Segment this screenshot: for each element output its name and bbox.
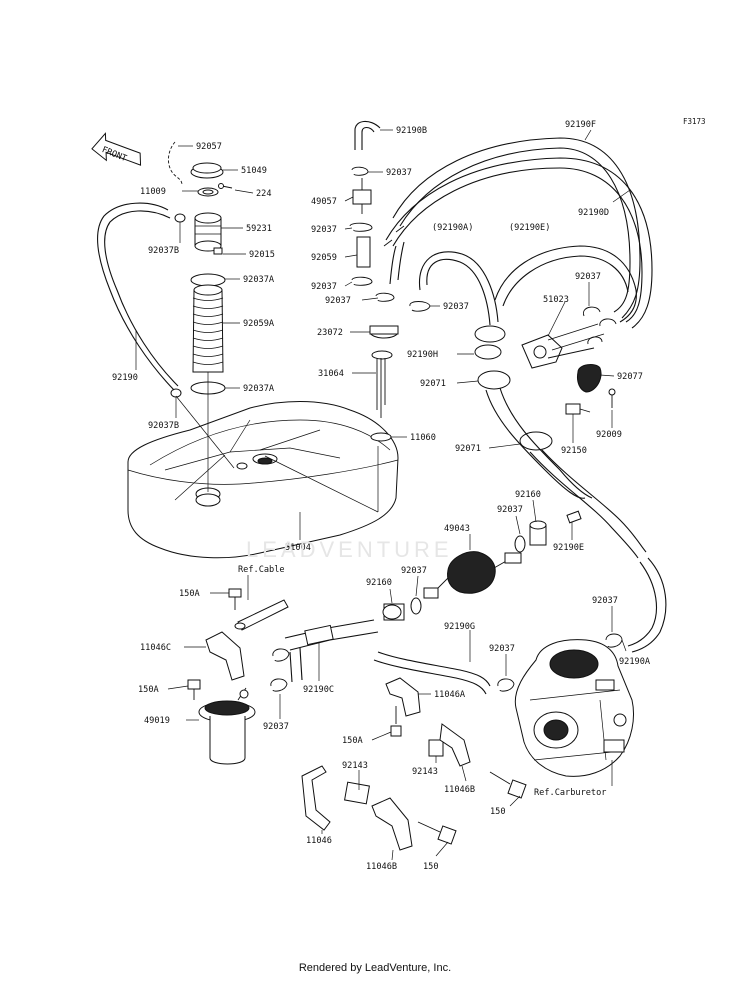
callout-92150: 92150 <box>561 446 587 456</box>
callout-49043: 49043 <box>444 524 470 534</box>
callout-ref-cable: Ref.Cable <box>238 565 285 575</box>
callout-92057: 92057 <box>196 142 222 152</box>
callout-49057: 49057 <box>311 197 337 207</box>
callout-92037-7: 92037 <box>497 505 523 515</box>
callout-92059a: 92059A <box>243 319 275 329</box>
callout-59231: 59231 <box>246 224 272 234</box>
callout-92160-2: 92160 <box>366 578 392 588</box>
callout-92037-9: 92037 <box>489 644 515 654</box>
callout-92071-2: 92071 <box>455 444 481 454</box>
callout-23072: 23072 <box>317 328 343 338</box>
callout-92037a-1: 92037A <box>243 275 275 285</box>
callout-150-1: 150 <box>490 807 506 817</box>
callout-92077: 92077 <box>617 372 643 382</box>
callout-11060: 11060 <box>410 433 436 443</box>
callout-92190g: 92190G <box>444 622 475 632</box>
callout-49019: 49019 <box>144 716 170 726</box>
callout-92190e-paren: (92190E) <box>509 223 550 233</box>
fuel-tank <box>127 401 399 559</box>
callout-92037-10: 92037 <box>592 596 618 606</box>
callout-11046: 11046 <box>306 836 332 846</box>
callout-224: 224 <box>256 189 272 199</box>
callout-92190f: 92190F <box>565 120 596 130</box>
callout-92190b: 92190B <box>396 126 427 136</box>
callout-150a-3: 150A <box>342 736 364 746</box>
callout-ref-carburetor: Ref.Carburetor <box>534 788 606 798</box>
callout-labels: 92057 51049 11009 224 59231 92037B 92015… <box>112 120 651 872</box>
primer-bulb-assembly <box>382 510 582 621</box>
fuel-filter-assembly <box>187 588 290 765</box>
callout-51049: 51049 <box>241 166 267 176</box>
callout-92190a: 92190A <box>619 657 651 667</box>
callout-92037-4: 92037 <box>325 296 351 306</box>
leader-lines <box>135 129 631 861</box>
callout-92190d: 92190D <box>578 208 609 218</box>
callout-11046b-1: 11046B <box>444 785 475 795</box>
callout-150a-2: 150A <box>138 685 160 695</box>
front-arrow-icon: FRONT <box>91 132 142 166</box>
callout-92190e: 92190E <box>553 543 584 553</box>
callout-92037-5: 92037 <box>443 302 469 312</box>
callout-92190-left: 92190 <box>112 373 138 383</box>
callout-51023: 51023 <box>543 295 569 305</box>
callout-92037a-2: 92037A <box>243 384 275 394</box>
callout-92071-1: 92071 <box>420 379 446 389</box>
callout-51004: 51004 <box>285 543 311 553</box>
callout-92190c: 92190C <box>303 685 334 695</box>
callout-92037b-top: 92037B <box>148 246 179 256</box>
vent-hose-92190 <box>97 202 175 391</box>
callout-92143-1: 92143 <box>412 767 438 777</box>
callout-150-2: 150 <box>423 862 439 872</box>
callout-92037-3: 92037 <box>311 282 337 292</box>
callout-92037-1: 92037 <box>386 168 412 178</box>
callout-92143-2: 92143 <box>342 761 368 771</box>
callout-11046a: 11046A <box>434 690 466 700</box>
callout-92015: 92015 <box>249 250 275 260</box>
callout-92037-2: 92037 <box>311 225 337 235</box>
lower-brackets <box>301 677 527 851</box>
fuel-tap <box>521 306 617 415</box>
callout-92037-11: 92037 <box>263 722 289 732</box>
callout-92009: 92009 <box>596 430 622 440</box>
callout-92160-1: 92160 <box>515 490 541 500</box>
watermark: LEADVENTURE <box>246 537 453 562</box>
callout-92037b-bot: 92037B <box>148 421 179 431</box>
callout-92059: 92059 <box>311 253 337 263</box>
vent-valve-stack <box>349 120 399 442</box>
figure-code: F3173 <box>683 117 706 126</box>
callout-92190h: 92190H <box>407 350 438 360</box>
callout-31064: 31064 <box>318 369 344 379</box>
callout-11046c: 11046C <box>140 643 171 653</box>
callout-92037-8: 92037 <box>401 566 427 576</box>
callout-11046b-2: 11046B <box>366 862 397 872</box>
carburetor <box>514 639 634 777</box>
callout-92037-6: 92037 <box>575 272 601 282</box>
footer-credit: Rendered by LeadVenture, Inc. <box>298 962 452 974</box>
callout-150a-1: 150A <box>179 589 201 599</box>
callout-92190a-paren: (92190A) <box>432 223 473 233</box>
filler-neck-assembly <box>168 141 233 398</box>
callout-11009: 11009 <box>140 187 166 197</box>
